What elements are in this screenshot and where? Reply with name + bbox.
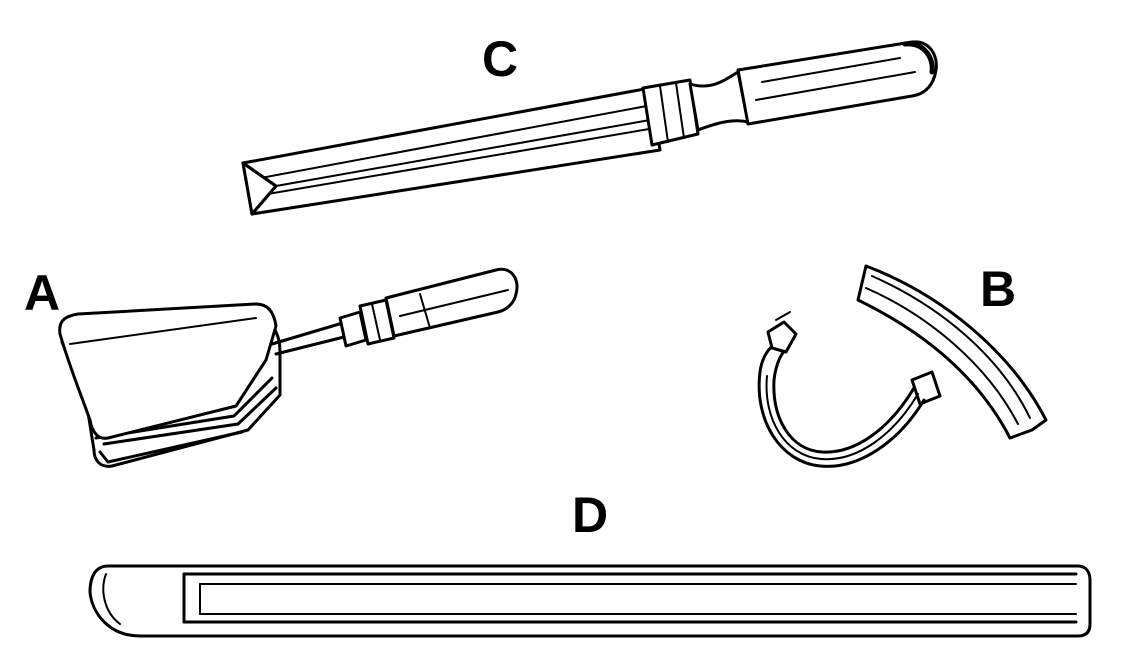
label-b: B	[980, 261, 1016, 317]
tool-c-chisel-bar	[241, 40, 938, 216]
tool-b-curved-lever	[757, 264, 1048, 468]
label-a: A	[24, 265, 60, 321]
label-c: C	[482, 31, 518, 87]
tool-d-flat-bar	[88, 564, 1092, 638]
tool-a-spatula	[58, 267, 519, 468]
label-d: D	[572, 487, 608, 543]
